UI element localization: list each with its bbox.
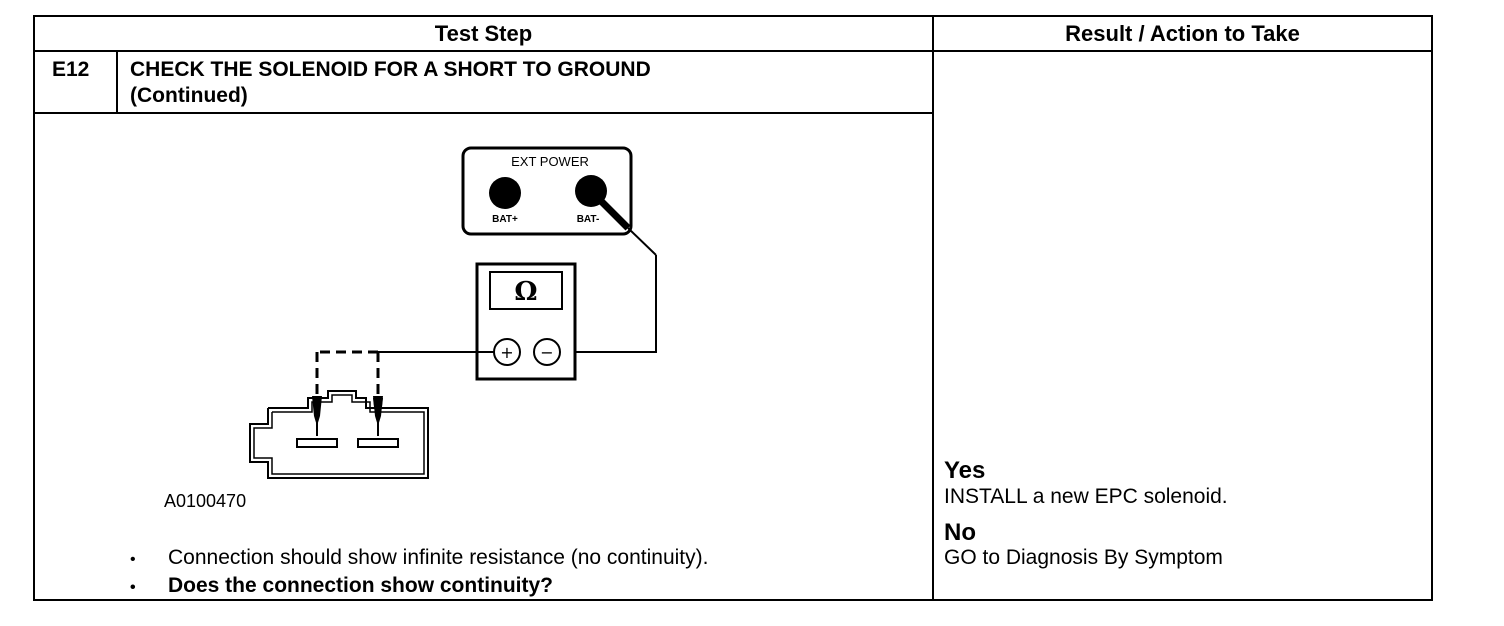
bullet-text: Does the connection show continuity?	[168, 574, 554, 597]
bat-minus-label: BAT-	[577, 214, 600, 225]
instruction-list: • Connection should show infinite resist…	[128, 545, 928, 601]
yes-label: Yes	[944, 457, 986, 484]
step-title-line2: (Continued)	[130, 84, 248, 107]
header-divider	[33, 50, 1433, 52]
header-result-action: Result / Action to Take	[1065, 21, 1300, 46]
minus-jack-label: −	[540, 343, 553, 362]
connector-terminal-1	[296, 438, 338, 448]
multimeter-display	[489, 271, 563, 310]
column-divider	[932, 15, 934, 601]
solenoid-connector	[249, 390, 429, 479]
step-title: CHECK THE SOLENOID FOR A SHORT TO GROUND…	[130, 57, 920, 109]
header-test-step: Test Step	[434, 21, 533, 46]
list-item: • Does the connection show continuity?	[128, 573, 928, 601]
ext-power-label: EXT POWER	[511, 154, 589, 169]
bat-plus-label: BAT+	[492, 214, 518, 225]
meter-lead-negative	[565, 255, 657, 353]
plus-jack-label: +	[500, 343, 513, 362]
ext-power-box	[461, 146, 633, 236]
no-action: GO to Diagnosis By Symptom	[944, 546, 1223, 569]
step-title-line1: CHECK THE SOLENOID FOR A SHORT TO GROUND	[130, 58, 651, 81]
figure-id: A0100470	[164, 491, 247, 511]
minus-jack	[533, 338, 561, 366]
no-label: No	[944, 519, 976, 546]
title-divider	[33, 112, 933, 114]
test-step-table	[33, 15, 1433, 601]
bullet-text: Connection should show infinite resistan…	[168, 546, 709, 569]
bat-plus-terminal	[489, 177, 521, 209]
ohm-symbol: Ω	[514, 277, 537, 307]
list-item: • Connection should show infinite resist…	[128, 545, 928, 573]
step-id-divider	[116, 51, 118, 113]
connector-terminal-2	[357, 438, 399, 448]
step-id: E12	[52, 58, 90, 81]
yes-action: INSTALL a new EPC solenoid.	[944, 485, 1228, 508]
bullet-icon: •	[130, 551, 136, 568]
bullet-icon: •	[130, 579, 136, 596]
